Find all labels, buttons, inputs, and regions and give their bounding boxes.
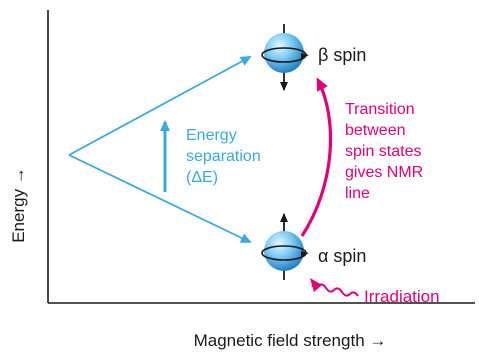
transition-line-4: gives NMR	[345, 164, 423, 181]
energy-separation-label: Energy separation (ΔE)	[186, 127, 261, 186]
split-line-upper	[68, 56, 252, 156]
beta-spin-rotation-arrowhead	[301, 53, 309, 59]
transition-line-5: line	[345, 185, 370, 202]
beta-spin-group	[261, 24, 309, 91]
y-axis-label: Energy →	[9, 167, 28, 243]
alpha-spin-group	[261, 213, 309, 280]
alpha-spin-rotation-arrowhead	[301, 251, 309, 257]
alpha-spin-label: α spin	[318, 246, 366, 266]
irradiation-arrowhead	[310, 278, 322, 292]
transition-label: Transition between spin states gives NMR…	[345, 101, 423, 202]
alpha-spin-sphere	[264, 231, 304, 271]
transition-line-1: Transition	[345, 101, 415, 118]
beta-spin-label: β spin	[318, 45, 366, 65]
axes	[47, 10, 475, 304]
irradiation-label: Irradiation	[364, 287, 440, 306]
transition-line-2: between	[345, 122, 406, 139]
beta-spin-sphere	[264, 33, 304, 73]
energy-separation-line-1: Energy	[186, 127, 237, 144]
transition-arc-arrow	[300, 77, 333, 237]
split-line-lower	[68, 154, 252, 243]
x-axis-label: Magnetic field strength →	[194, 331, 387, 350]
energy-split-lines	[68, 56, 252, 243]
transition-line-3: spin states	[345, 143, 421, 160]
energy-separation-line-3: (ΔE)	[186, 169, 218, 186]
energy-separation-line-2: separation	[186, 148, 261, 165]
